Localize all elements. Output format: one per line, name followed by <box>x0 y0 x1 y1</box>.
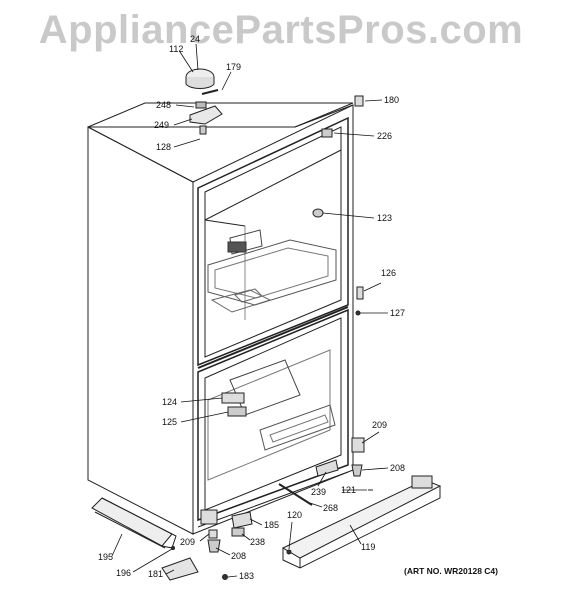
part-123-plug <box>313 209 323 217</box>
label-248: 248 <box>156 100 171 110</box>
top-hinge <box>190 106 222 124</box>
label-209-left: 209 <box>180 537 195 547</box>
label-208-right: 208 <box>390 463 405 473</box>
label-268: 268 <box>323 503 338 513</box>
label-125: 125 <box>162 417 177 427</box>
leveling-foot-208-left <box>208 540 220 552</box>
label-239: 239 <box>311 487 326 497</box>
part-185-bracket <box>232 512 252 528</box>
label-179: 179 <box>226 62 241 72</box>
label-181: 181 <box>148 569 163 579</box>
label-249: 249 <box>154 120 169 130</box>
label-124: 124 <box>162 397 177 407</box>
label-180: 180 <box>384 95 399 105</box>
fresh-food-opening <box>198 118 348 365</box>
label-208-left: 208 <box>231 551 246 561</box>
label-112: 112 <box>169 44 183 54</box>
label-127: 127 <box>390 308 405 318</box>
leveling-foot-208-right <box>352 465 362 476</box>
rod-268 <box>279 484 312 505</box>
part-239-hinge <box>316 460 338 476</box>
label-209-right: 209 <box>372 420 387 430</box>
label-183: 183 <box>239 571 254 581</box>
label-123: 123 <box>377 213 392 223</box>
label-120: 120 <box>287 510 302 520</box>
label-238: 238 <box>250 537 265 547</box>
watermark-text: AppliancePartsPros.com <box>38 8 524 52</box>
cabinet-left-side <box>88 127 193 534</box>
label-119: 119 <box>361 542 375 552</box>
label-226: 226 <box>377 131 392 141</box>
label-128: 128 <box>156 142 171 152</box>
part-125-block <box>228 407 246 416</box>
door-stop-180 <box>355 96 363 106</box>
part-126-hinge-pin <box>357 287 363 299</box>
bottom-right-hinge <box>352 438 364 452</box>
label-196: 196 <box>116 568 131 578</box>
part-181-bracket <box>162 558 198 580</box>
label-195: 195 <box>98 552 113 562</box>
part-226-bracket <box>322 129 332 137</box>
label-24: 24 <box>190 34 200 44</box>
bottom-left-hinge <box>201 510 217 524</box>
part-238-hinge <box>232 528 244 536</box>
art-number: (ART NO. WR20128 C4) <box>404 566 498 576</box>
part-124-block <box>222 393 244 403</box>
label-185: 185 <box>264 520 279 530</box>
label-121: 121 <box>341 485 356 495</box>
label-126: 126 <box>381 268 396 278</box>
